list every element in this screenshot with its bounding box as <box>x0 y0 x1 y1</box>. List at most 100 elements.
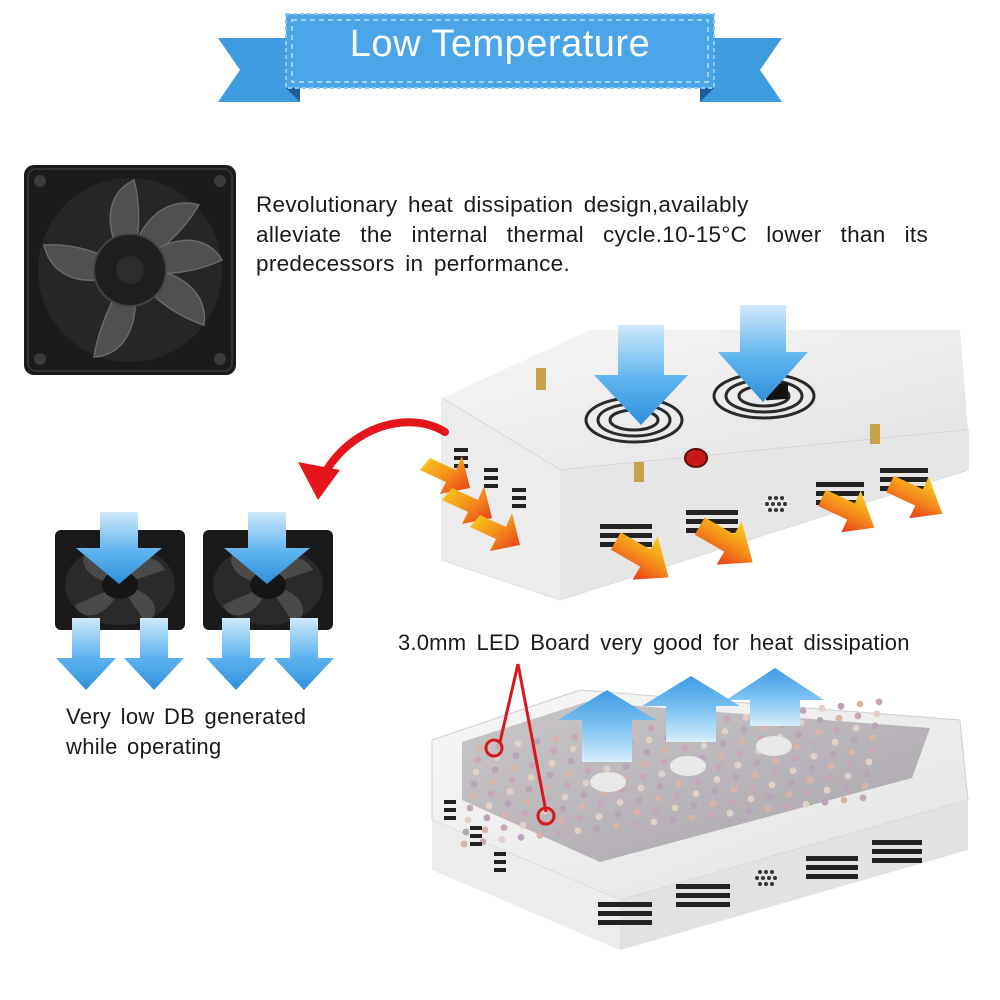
led-chip <box>833 726 841 734</box>
fan-caption-line-2: while operating <box>66 734 222 759</box>
led-chip <box>730 785 738 793</box>
led-chip <box>578 803 586 811</box>
led-chip <box>548 759 556 767</box>
led-chip <box>519 822 527 829</box>
led-chip <box>785 791 793 798</box>
led-chip <box>688 814 696 821</box>
led-chip <box>854 712 862 720</box>
led-chip <box>806 777 814 784</box>
led-chip <box>569 745 577 753</box>
led-chip <box>595 813 603 820</box>
led-chip <box>713 776 721 783</box>
led-chip <box>795 731 803 738</box>
led-chip <box>580 791 588 799</box>
led-chip <box>512 752 520 759</box>
led-chip <box>844 772 852 780</box>
led-chip <box>738 737 746 745</box>
led-chip <box>793 743 801 750</box>
led-chip <box>715 764 723 771</box>
led-chip <box>766 793 774 801</box>
callout-pointer <box>484 663 556 826</box>
fan-caption-line-1: Very low DB generated <box>66 704 307 729</box>
led-chip <box>616 799 624 806</box>
led-chip <box>470 780 478 788</box>
led-chip <box>483 814 491 822</box>
feature-description: Revolutionary heat dissipation design,av… <box>256 190 928 279</box>
led-chip <box>464 816 472 824</box>
led-grid <box>460 698 883 848</box>
led-chip <box>500 824 508 831</box>
led-chip <box>555 829 563 837</box>
led-chip <box>584 767 592 775</box>
led-chip <box>681 744 689 752</box>
led-chip <box>871 722 879 730</box>
led-chip <box>734 761 742 769</box>
grow-light-front <box>431 689 969 950</box>
led-chip <box>656 782 664 790</box>
led-chip <box>848 748 856 756</box>
led-chip <box>812 741 820 748</box>
led-chip <box>753 759 761 767</box>
led-chip <box>527 774 535 781</box>
led-board-caption: 3.0mm LED Board very good for heat dissi… <box>398 630 910 655</box>
led-chip <box>533 738 541 745</box>
up-arrow-icon <box>558 668 824 762</box>
led-chip <box>707 812 715 819</box>
led-chip <box>574 827 582 835</box>
led-chip <box>837 702 845 710</box>
led-chip <box>614 811 622 818</box>
led-chip <box>643 748 651 756</box>
led-chip <box>506 788 514 795</box>
led-chip <box>740 725 748 733</box>
led-chip <box>669 816 677 824</box>
led-chip <box>612 823 620 830</box>
led-chip <box>856 700 864 708</box>
led-chip <box>810 753 818 760</box>
led-chip <box>745 807 753 815</box>
led-chip <box>552 735 560 743</box>
led-chip <box>732 773 740 781</box>
fan-icon <box>24 165 236 375</box>
led-chip <box>489 778 497 786</box>
led-chip <box>791 755 799 762</box>
led-chip <box>472 768 480 776</box>
led-chip <box>867 746 875 754</box>
led-chip <box>641 760 649 768</box>
led-chip <box>835 714 843 722</box>
led-chip <box>850 736 858 744</box>
led-chip <box>764 805 772 813</box>
led-chip <box>660 758 668 766</box>
led-chip <box>523 798 531 805</box>
led-chip <box>544 783 552 791</box>
led-chip <box>582 779 590 787</box>
led-chip <box>633 808 641 816</box>
led-chip <box>852 724 860 732</box>
led-chip <box>814 729 822 736</box>
led-chip <box>840 796 848 804</box>
led-chip <box>783 803 791 810</box>
led-chip <box>690 802 698 809</box>
led-chip <box>635 796 643 804</box>
led-chip <box>631 820 639 828</box>
led-chip <box>799 707 807 714</box>
led-chip <box>504 800 512 807</box>
led-chip <box>671 804 679 812</box>
led-chip <box>521 810 529 817</box>
led-chip <box>645 736 653 744</box>
led-chip <box>721 728 729 735</box>
description-line-2: alleviate the internal thermal cycle.10-… <box>256 221 928 247</box>
led-chip <box>700 742 708 749</box>
led-chip <box>650 818 658 826</box>
heat-arrow-icon <box>420 456 943 580</box>
led-chip <box>768 781 776 789</box>
led-chip <box>517 834 525 841</box>
led-chip <box>825 774 833 782</box>
led-chip <box>576 815 584 823</box>
led-chip <box>861 782 869 790</box>
led-chip <box>869 734 877 742</box>
led-chip <box>476 744 484 752</box>
led-chip <box>749 783 757 791</box>
led-chip <box>859 794 867 802</box>
led-chip <box>802 801 810 808</box>
